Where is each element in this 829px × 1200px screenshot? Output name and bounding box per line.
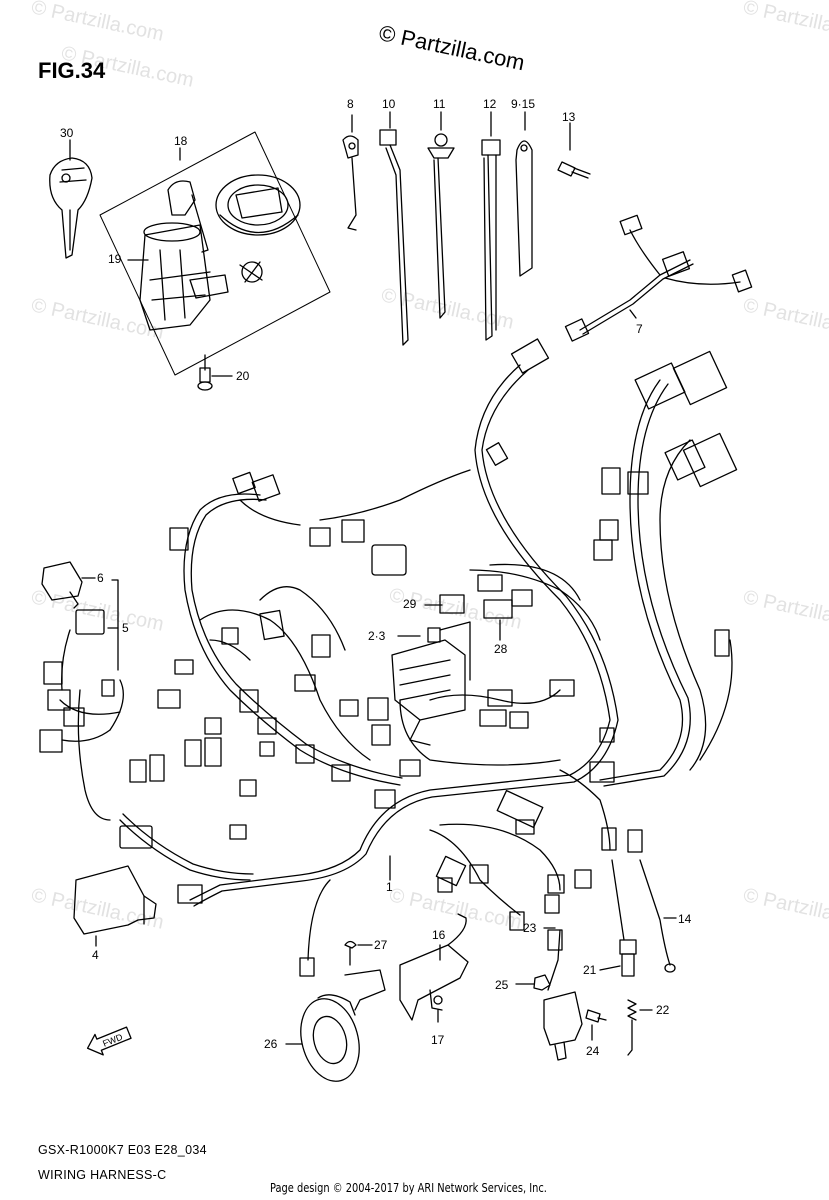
callout-label: 21 bbox=[583, 963, 597, 977]
sensor-cap-part bbox=[41, 561, 83, 609]
callout-label: 18 bbox=[174, 134, 188, 148]
screw-part bbox=[585, 1009, 607, 1023]
connector-part bbox=[547, 929, 563, 951]
forward-arrow-icon: FWD bbox=[86, 1026, 132, 1056]
callout-label: 20 bbox=[236, 369, 250, 383]
ignition-switch-set bbox=[99, 131, 331, 376]
callout-label: 19 bbox=[108, 252, 122, 266]
callout-label: 26 bbox=[264, 1037, 278, 1051]
sub-harness bbox=[564, 214, 753, 342]
horn-part bbox=[300, 969, 386, 1082]
section-name: WIRING HARNESS-C bbox=[38, 1168, 167, 1182]
callout-label: 1 bbox=[386, 880, 393, 894]
page-design-credit: Page design © 2004-2017 by ARI Network S… bbox=[270, 1181, 547, 1195]
callout-label: 14 bbox=[678, 912, 692, 926]
connectors bbox=[119, 338, 738, 977]
switch-part bbox=[543, 929, 583, 1061]
cable-tie bbox=[379, 129, 409, 346]
ground-terminal bbox=[664, 963, 676, 973]
leader-line bbox=[629, 309, 637, 319]
callout-label: 2·3 bbox=[368, 629, 386, 643]
callout-label: 6 bbox=[97, 571, 104, 585]
callout-label: 4 bbox=[92, 948, 99, 962]
figure-title: FIG.34 bbox=[38, 58, 106, 83]
bracket-part bbox=[399, 913, 469, 1021]
callout-label: 27 bbox=[374, 938, 388, 952]
bolt-part bbox=[344, 940, 357, 966]
cable-tie bbox=[481, 139, 501, 341]
callout-label: 7 bbox=[636, 322, 643, 336]
nut-part bbox=[533, 974, 551, 991]
leader-line bbox=[599, 965, 621, 971]
model-code: GSX-R1000K7 E03 E28_034 bbox=[38, 1143, 207, 1157]
ground-wire bbox=[639, 859, 671, 966]
callout-label: 22 bbox=[656, 1003, 670, 1017]
key-part bbox=[49, 157, 93, 259]
bolt-part bbox=[197, 354, 213, 391]
callout-label: 16 bbox=[432, 928, 446, 942]
sub-harness-left bbox=[39, 609, 124, 753]
callout-label: 29 bbox=[403, 597, 417, 611]
band-clamp bbox=[515, 140, 533, 277]
callout-label: 30 bbox=[60, 126, 74, 140]
callout-label: 17 bbox=[431, 1033, 445, 1047]
main-harness bbox=[77, 364, 733, 961]
sensor-part bbox=[611, 859, 637, 977]
callout-label: 10 bbox=[382, 97, 396, 111]
clamp-part bbox=[342, 135, 359, 231]
leader-line bbox=[111, 579, 119, 671]
callout-label: 25 bbox=[495, 978, 509, 992]
spring-part bbox=[627, 999, 637, 1056]
screw-part bbox=[557, 161, 591, 179]
callout-label: 8 bbox=[347, 97, 354, 111]
callout-label: 23 bbox=[523, 921, 537, 935]
callout-label: 24 bbox=[586, 1044, 600, 1058]
callout-label: 9·15 bbox=[511, 97, 536, 111]
callout-label: 5 bbox=[122, 621, 129, 635]
callout-label: 28 bbox=[494, 642, 508, 656]
callout-label: 11 bbox=[433, 97, 446, 111]
callout-label: 13 bbox=[562, 110, 576, 124]
cable-tie bbox=[427, 133, 455, 319]
callout-label: 12 bbox=[483, 97, 497, 111]
rubber-boot-part bbox=[73, 865, 157, 935]
